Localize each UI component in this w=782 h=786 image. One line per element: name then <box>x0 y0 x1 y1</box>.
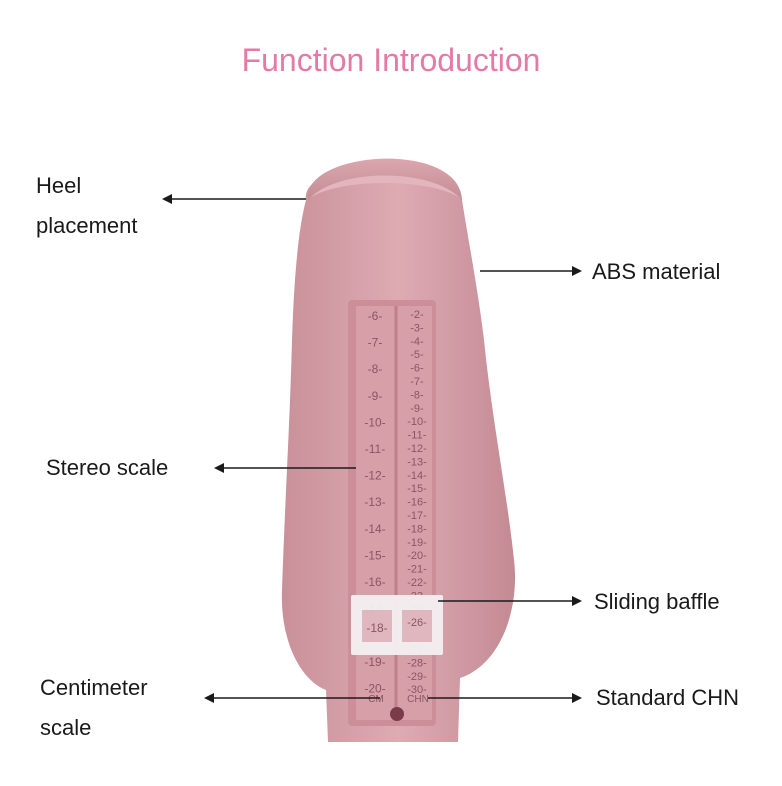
end-hole <box>390 707 404 721</box>
chn-tick-label: -6- <box>410 363 424 375</box>
chn-tick-label: -15- <box>407 483 427 495</box>
sliding-baffle[interactable]: -18- -26- <box>351 595 443 655</box>
chn-tick-label: -9- <box>410 403 424 415</box>
cm-tick-label: -7- <box>368 336 383 350</box>
svg-text:-26-: -26- <box>407 617 427 629</box>
cm-tick-label: -16- <box>364 575 385 589</box>
chn-tick-label: -19- <box>407 537 427 549</box>
chn-tick-label: -20- <box>407 550 427 562</box>
svg-text:-18-: -18- <box>366 621 387 635</box>
centimeter-scale: -6- -7- -8- -9- -10- -11- -12- -13- -14- -15- -16-… <box>364 309 385 695</box>
chn-tick-label: -21- <box>407 564 427 576</box>
cm-tick-label: -10- <box>364 415 385 429</box>
chn-unit-label: CHN <box>407 694 429 705</box>
chn-tick-label: -17- <box>407 510 427 522</box>
chn-tick-label: -5- <box>410 349 424 361</box>
cm-tick-label: -20- <box>364 681 385 695</box>
chn-tick-label: -4- <box>410 336 424 348</box>
cm-tick-label: -6- <box>368 309 383 323</box>
cm-tick-label: -9- <box>368 389 383 403</box>
chn-tick-label: -7- <box>410 376 424 388</box>
chn-tick-label: -13- <box>407 456 427 468</box>
centimeter-label-line2: scale <box>40 715 92 740</box>
chn-tick-label: -16- <box>407 497 427 509</box>
standard-label: Standard CHN <box>596 685 740 710</box>
chn-tick-label: -28- <box>407 657 427 669</box>
sliding-label: Sliding baffle <box>594 589 720 614</box>
cm-tick-label: -13- <box>364 495 385 509</box>
chn-tick-label: -29- <box>407 671 427 683</box>
page-title: Function Introduction <box>241 42 541 78</box>
cm-tick-label: -8- <box>368 362 383 376</box>
heel-cup-rim <box>310 175 460 198</box>
cm-tick-label: -15- <box>364 548 385 562</box>
heel-label-line1: Heel <box>36 173 82 198</box>
chn-tick-label: -30- <box>407 684 427 696</box>
chn-scale: -2--3- -4--5- -6--7--8- -9--10- -11--12--13-… <box>407 309 427 696</box>
chn-tick-label: -12- <box>407 443 427 455</box>
heel-cup <box>307 158 462 200</box>
cm-tick-label: -14- <box>364 522 385 536</box>
chn-tick-label: -2- <box>410 309 424 321</box>
chn-tick-label: -22- <box>407 577 427 589</box>
chn-tick-label: -11- <box>408 430 427 442</box>
chn-tick-label: -8- <box>410 389 424 401</box>
heel-label-line2: placement <box>36 213 138 238</box>
chn-tick-label: -10- <box>407 416 427 428</box>
chn-tick-label: -18- <box>407 523 427 535</box>
cm-tick-label: -11- <box>365 442 385 456</box>
cm-tick-label: -12- <box>364 469 385 483</box>
stereo-label: Stereo scale <box>46 455 169 480</box>
cm-tick-label: -19- <box>364 655 385 669</box>
cm-unit-label: CM <box>368 694 384 705</box>
abs-label: ABS material <box>592 259 721 284</box>
centimeter-label-line1: Centimeter <box>40 675 148 700</box>
chn-tick-label: -14- <box>407 470 427 482</box>
chn-tick-label: -3- <box>410 322 424 334</box>
